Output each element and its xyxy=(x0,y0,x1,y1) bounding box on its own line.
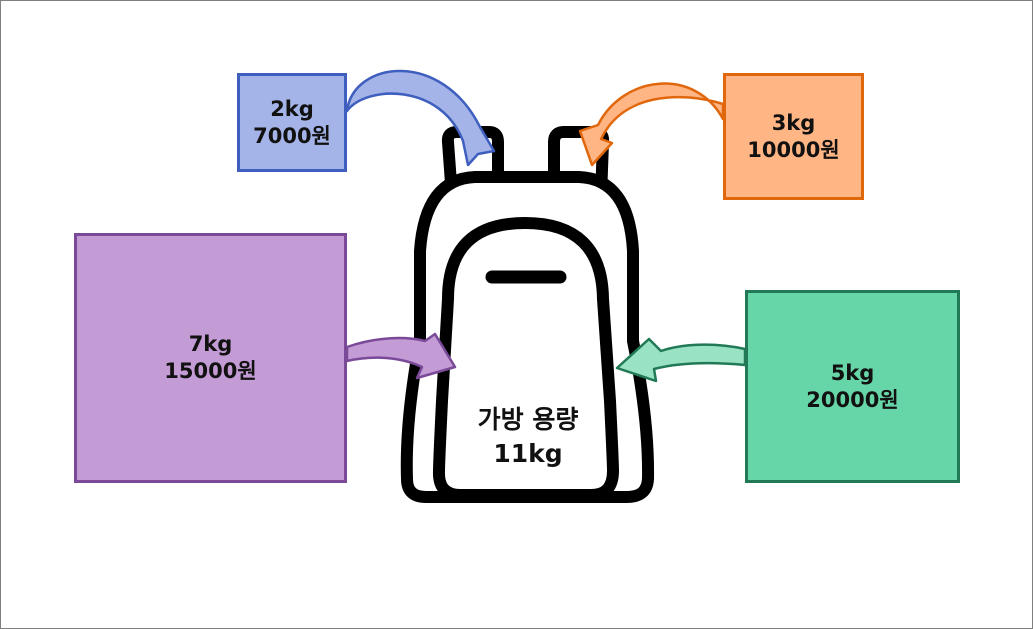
item-price: 20000원 xyxy=(806,387,899,412)
item-weight: 3kg xyxy=(771,110,816,135)
bag-capacity: 11kg xyxy=(493,439,563,468)
item-box-5kg: 5kg 20000원 xyxy=(745,290,960,483)
arrow-2kg-to-bag xyxy=(345,69,496,167)
item-price: 7000원 xyxy=(253,123,331,148)
item-price: 15000원 xyxy=(164,359,257,383)
backpack-front-pocket xyxy=(432,217,619,501)
item-box-3kg: 3kg 10000원 xyxy=(723,73,864,200)
item-price: 10000원 xyxy=(747,137,840,162)
item-box-2kg: 2kg 7000원 xyxy=(237,73,347,172)
arrow-5kg-to-bag xyxy=(615,337,747,383)
item-weight: 7kg xyxy=(188,332,233,356)
bag-capacity-label: 가방 용량 11kg xyxy=(431,403,625,471)
item-weight: 5kg xyxy=(830,360,875,385)
item-box-7kg: 7kg 15000원 xyxy=(74,233,347,483)
arrow-7kg-to-bag xyxy=(345,332,457,380)
backpack-icon xyxy=(400,126,655,503)
bag-title: 가방 용량 xyxy=(477,405,579,434)
item-weight: 2kg xyxy=(270,96,314,121)
arrow-3kg-to-bag xyxy=(578,82,725,167)
